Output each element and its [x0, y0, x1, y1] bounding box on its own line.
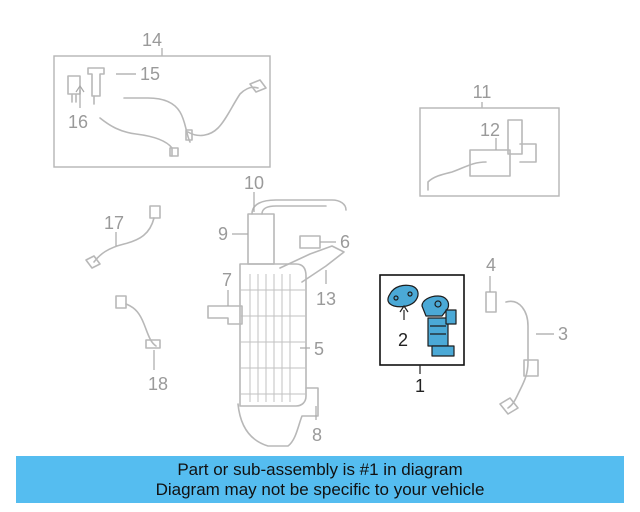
hose-3: [505, 300, 529, 409]
gasket-hole-b: [407, 291, 413, 297]
part-4-clamp[interactable]: 4: [485, 255, 497, 313]
group-11-box: [419, 107, 560, 197]
sensor-17-tip: [85, 255, 101, 269]
callout-3: 3: [558, 324, 568, 344]
callout-11: 11: [473, 82, 492, 102]
canister-5: [239, 263, 307, 407]
pump-hose: [427, 161, 487, 191]
part-18-sensor[interactable]: 18: [115, 295, 168, 394]
part-3-hose[interactable]: 3: [499, 300, 568, 415]
hose-end-c: [249, 79, 267, 93]
sensor-18-wire: [125, 303, 157, 347]
gasket-2[interactable]: [387, 284, 419, 308]
callout-12: 12: [480, 120, 500, 140]
callout-4: 4: [486, 255, 496, 275]
clip-6: [299, 235, 321, 249]
part-group-canister[interactable]: 10 9 5 7 8 6 13: [207, 173, 350, 447]
info-banner: Part or sub-assembly is #1 in diagram Di…: [16, 456, 624, 503]
part-group-1[interactable]: 2 1: [379, 274, 465, 396]
pump-body-12: [469, 149, 511, 177]
filler-tube-10: [251, 199, 347, 215]
callout-1: 1: [415, 376, 425, 396]
callout-16: 16: [68, 112, 88, 132]
clamp-4: [485, 291, 497, 313]
valve-connector[interactable]: [445, 309, 457, 325]
hose-3-collar: [523, 359, 539, 377]
group-14-box: [53, 55, 271, 168]
hose-lower: [99, 117, 173, 157]
callout-6: 6: [340, 232, 350, 252]
leader-2-arrow: [399, 304, 409, 313]
pump-motor-12: [507, 119, 523, 155]
callout-8: 8: [312, 425, 322, 445]
hose-end-b: [185, 129, 193, 141]
tray-8: [237, 387, 319, 447]
group-1-box: [379, 274, 465, 366]
callout-7: 7: [222, 270, 232, 290]
banner-line-1: Part or sub-assembly is #1 in diagram: [177, 459, 463, 479]
hose-3-end: [499, 397, 519, 415]
bracket-7: [207, 305, 243, 325]
callout-10: 10: [244, 173, 264, 193]
hose-end-a: [169, 147, 179, 157]
filler-tube-inner: [261, 205, 327, 215]
valve-15: [87, 67, 105, 97]
callout-9: 9: [218, 224, 228, 244]
hose-right: [187, 86, 259, 137]
part-group-11[interactable]: 11 12: [419, 82, 560, 197]
sensor-17-plug: [149, 205, 161, 219]
part-17-sensor[interactable]: 17: [85, 205, 161, 269]
callout-5: 5: [314, 339, 324, 359]
sensor-17-wire: [93, 217, 155, 263]
callout-15: 15: [140, 64, 160, 84]
parts-diagram: 14 15 16 11 12 17 18 10: [53, 30, 568, 447]
valve-port: [434, 300, 442, 308]
callout-2: 2: [398, 330, 408, 350]
banner-line-2: Diagram may not be specific to your vehi…: [155, 479, 485, 499]
valve-detail-lines: [430, 325, 446, 335]
callout-14: 14: [142, 30, 162, 50]
callout-13: 13: [316, 289, 336, 309]
leader-16-arrow: [75, 84, 85, 93]
part-group-14[interactable]: 14 15 16: [53, 30, 271, 168]
callout-17: 17: [104, 213, 124, 233]
valve-body[interactable]: [427, 317, 449, 347]
pump-bracket: [519, 143, 537, 163]
valve-base[interactable]: [431, 345, 455, 357]
neck-9: [247, 213, 275, 265]
vapor-line-13: [279, 245, 345, 283]
sensor-18-plug: [115, 295, 127, 309]
hose-upper: [123, 97, 191, 143]
canister-ribs: [249, 274, 291, 402]
gasket-hole-a: [393, 295, 399, 301]
canister-bands: [240, 289, 306, 395]
callout-18: 18: [148, 374, 168, 394]
sensor-18-tip: [145, 339, 161, 349]
